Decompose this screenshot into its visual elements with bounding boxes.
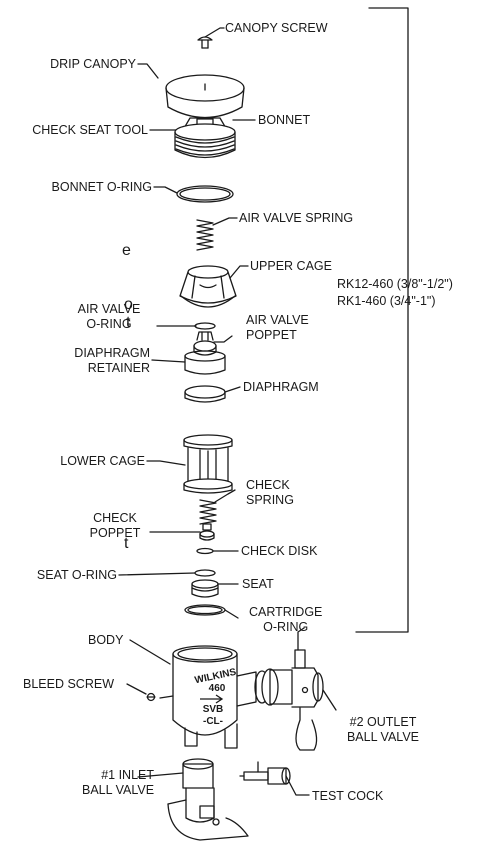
drip-canopy-part bbox=[165, 74, 245, 119]
label-air-valve-poppet-line1: AIR VALVE bbox=[246, 313, 309, 327]
label-diaphragm-retainer: DIAPHRAGM RETAINER bbox=[40, 346, 150, 376]
label-seat-oring: SEAT O-RING bbox=[36, 568, 117, 582]
inlet-ball-valve-part bbox=[167, 758, 249, 841]
label-drip-canopy: DRIP CANOPY bbox=[50, 57, 136, 71]
canopy-screw-part bbox=[197, 36, 213, 49]
diaphragm-retainer-part bbox=[184, 350, 226, 375]
edge-fragment-1: e bbox=[122, 242, 131, 259]
label-check-poppet-line1: CHECK bbox=[93, 511, 137, 525]
label-check-poppet-line2: POPPET bbox=[89, 526, 141, 540]
test-cock-part bbox=[239, 761, 291, 785]
bonnet-oring-part bbox=[176, 185, 234, 203]
air-valve-spring-part bbox=[196, 219, 214, 251]
label-bonnet: BONNET bbox=[258, 113, 311, 127]
label-cartridge-oring: CARTRIDGE O-RING bbox=[249, 605, 322, 635]
label-diaphragm-retainer-line1: DIAPHRAGM bbox=[74, 346, 150, 360]
label-repair-kit-small: RK12-460 (3/8"-1/2") bbox=[337, 277, 453, 291]
label-check-spring-line1: CHECK bbox=[246, 478, 290, 492]
label-outlet-ball-valve-line1: #2 OUTLET bbox=[349, 715, 417, 729]
label-diaphragm-retainer-line2: RETAINER bbox=[87, 361, 150, 375]
label-diaphragm: DIAPHRAGM bbox=[243, 380, 319, 394]
label-air-valve-poppet-line2: POPPET bbox=[246, 328, 297, 342]
repair-kit-bracket bbox=[355, 7, 409, 633]
bleed-screw-part bbox=[146, 692, 156, 702]
label-cartridge-oring-line1: CARTRIDGE bbox=[249, 605, 323, 619]
label-check-spring: CHECK SPRING bbox=[246, 478, 294, 508]
label-inlet-ball-valve-line1: #1 INLET bbox=[101, 768, 154, 782]
label-bonnet-oring: BONNET O-RING bbox=[51, 180, 152, 194]
edge-fragment-2: o bbox=[124, 296, 133, 313]
label-inlet-ball-valve-line2: BALL VALVE bbox=[82, 783, 155, 797]
seat-part bbox=[191, 579, 219, 598]
label-air-valve-oring-line1: AIR VALVE bbox=[77, 302, 141, 316]
label-bleed-screw: BLEED SCREW bbox=[23, 677, 114, 691]
outlet-ball-valve-part bbox=[261, 627, 324, 751]
air-valve-oring-part bbox=[194, 322, 216, 330]
label-seat: SEAT bbox=[242, 577, 274, 591]
label-test-cock: TEST COCK bbox=[312, 789, 384, 803]
label-outlet-ball-valve-line2: BALL VALVE bbox=[346, 730, 420, 744]
label-inlet-ball-valve: #1 INLET BALL VALVE bbox=[82, 768, 154, 798]
label-check-poppet: CHECK POPPET bbox=[82, 511, 148, 541]
check-disk-part bbox=[196, 547, 214, 555]
label-upper-cage: UPPER CAGE bbox=[250, 259, 332, 273]
label-air-valve-oring-line2: O-RING bbox=[86, 317, 132, 331]
label-body: BODY bbox=[88, 633, 124, 647]
label-air-valve-oring: AIR VALVE O-RING bbox=[62, 302, 156, 332]
label-cartridge-oring-line2: O-RING bbox=[263, 620, 309, 634]
diaphragm-part bbox=[184, 385, 226, 403]
label-lower-cage: LOWER CAGE bbox=[60, 454, 145, 468]
flow-arrow-icon bbox=[200, 694, 224, 704]
upper-cage-part bbox=[179, 265, 237, 308]
check-poppet-part bbox=[199, 523, 215, 541]
label-repair-kit-large: RK1-460 (3/4"-1") bbox=[337, 294, 436, 308]
bonnet-part bbox=[174, 117, 236, 159]
body-model-text: 460 bbox=[209, 683, 226, 694]
body-suffix-text: -CL- bbox=[203, 716, 223, 727]
label-canopy-screw: CANOPY SCREW bbox=[225, 21, 328, 35]
label-check-spring-line2: SPRING bbox=[246, 493, 294, 507]
label-outlet-ball-valve: #2 OUTLET BALL VALVE bbox=[343, 715, 423, 745]
label-check-disk: CHECK DISK bbox=[241, 544, 318, 558]
valve-body-part bbox=[159, 645, 270, 749]
leader-lines bbox=[118, 27, 337, 796]
lower-cage-part bbox=[183, 434, 233, 494]
seat-oring-part bbox=[194, 569, 216, 577]
body-type-text: SVB bbox=[203, 704, 224, 715]
cartridge-oring-part bbox=[184, 604, 226, 616]
label-air-valve-poppet: AIR VALVE POPPET bbox=[246, 313, 309, 343]
label-air-valve-spring: AIR VALVE SPRING bbox=[239, 211, 354, 225]
edge-fragment-3: t bbox=[126, 314, 131, 331]
edge-fragment-4: t bbox=[124, 535, 129, 552]
check-spring-part bbox=[199, 499, 217, 525]
label-check-seat-tool: CHECK SEAT TOOL bbox=[32, 123, 148, 137]
